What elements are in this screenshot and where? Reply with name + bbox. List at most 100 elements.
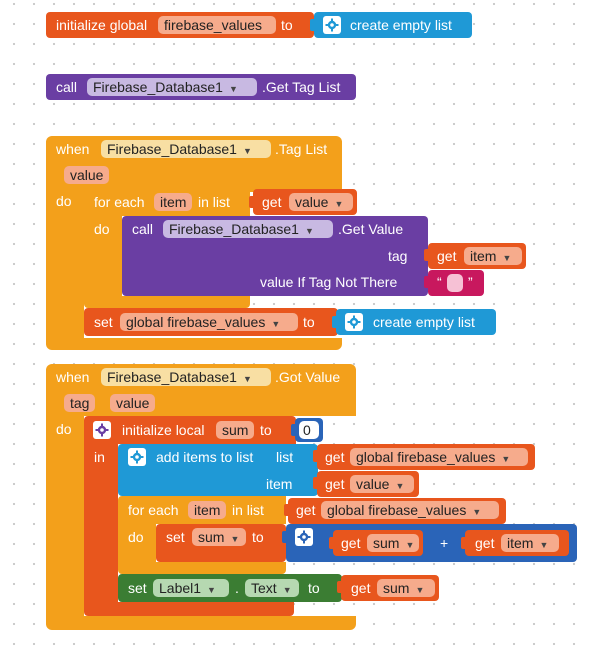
chevron-down-icon: ▼ [228, 84, 238, 94]
chevron-down-icon: ▼ [242, 146, 252, 156]
get-keyword: get [341, 535, 361, 551]
get-var-name: item [507, 535, 534, 551]
set-var-dropdown[interactable]: global firebase_values ▼ [120, 313, 298, 331]
foreach-var[interactable]: item [154, 193, 193, 211]
component-name: Firebase_Database1 [93, 79, 223, 95]
when-keyword: when [56, 141, 90, 157]
value-plug [424, 249, 430, 261]
get-var-dropdown[interactable]: sum▼ [367, 534, 419, 552]
component-dropdown[interactable]: Label1▼ [153, 579, 229, 597]
quote-close: ” [468, 274, 473, 290]
set-to: to [303, 314, 315, 330]
get-keyword: get [262, 194, 282, 210]
get-keyword: get [475, 535, 495, 551]
init-global-to: to [281, 17, 293, 33]
set-keyword: set [94, 314, 113, 330]
create-empty-list-label: create empty list [350, 17, 452, 33]
get-var-dropdown[interactable]: global firebase_values▼ [321, 501, 499, 519]
get-var-name: value [356, 476, 390, 492]
value-plug [461, 537, 467, 549]
component-dropdown[interactable]: Firebase_Database1 ▼ [101, 368, 271, 386]
component-name: Firebase_Database1 [107, 141, 237, 157]
add-items-to-list-block[interactable] [118, 444, 318, 496]
event-got-value-left-arm [46, 414, 84, 620]
chevron-down-icon: ▼ [415, 585, 425, 595]
init-local-block[interactable] [84, 416, 296, 444]
value-plug [282, 531, 288, 543]
init-local-to: to [260, 422, 272, 438]
foreach-var[interactable]: item [188, 501, 227, 519]
local-var-name[interactable]: sum [216, 421, 255, 439]
property-name: Text [251, 580, 277, 596]
get-var-dropdown[interactable]: value▼ [350, 475, 414, 493]
property-dot: . [235, 580, 239, 596]
value-plug [249, 196, 255, 208]
param-value[interactable]: value [64, 166, 110, 184]
get-keyword: get [296, 502, 316, 518]
init-local-left-arm [84, 442, 118, 606]
get-var-name: sum [373, 535, 400, 551]
init-global-keyword: initialize global [56, 17, 148, 33]
get-var-dropdown[interactable]: value ▼ [289, 193, 353, 211]
text-input[interactable] [447, 274, 463, 292]
value-plug [424, 276, 430, 288]
get-var-name: global firebase_values [356, 449, 496, 465]
list-plug [332, 316, 338, 328]
param-value[interactable]: value [110, 394, 156, 412]
component-dropdown[interactable]: Firebase_Database1 ▼ [163, 220, 333, 238]
foreach-label: for each [94, 194, 145, 210]
foreach-do: do [128, 529, 144, 545]
value-plug [313, 450, 319, 462]
chevron-down-icon: ▼ [242, 374, 252, 384]
call-keyword: call [56, 79, 78, 95]
chevron-down-icon: ▼ [282, 585, 292, 595]
gear-icon[interactable] [295, 528, 313, 546]
number-value[interactable]: 0 [299, 421, 319, 439]
component-dropdown[interactable]: Firebase_Database1 ▼ [101, 140, 271, 158]
component-dropdown[interactable]: Firebase_Database1 ▼ [87, 78, 257, 96]
do-keyword: do [56, 193, 72, 209]
component-name: Firebase_Database1 [169, 221, 299, 237]
event-got-value-bottom [46, 616, 356, 630]
get-var-dropdown[interactable]: sum ▼ [377, 579, 435, 597]
chevron-down-icon: ▼ [271, 319, 281, 329]
get-keyword: get [437, 248, 457, 264]
init-local-label: initialize local [122, 422, 205, 438]
value-plug [284, 504, 290, 516]
create-empty-list-label: create empty list [373, 314, 475, 330]
foreach-left-arm [118, 522, 156, 566]
param-tag[interactable]: tag [64, 394, 96, 412]
gear-icon[interactable] [323, 16, 341, 34]
get-var-dropdown[interactable]: global firebase_values▼ [350, 448, 528, 466]
chevron-down-icon: ▼ [334, 199, 344, 209]
set-var-name: global firebase_values [126, 314, 266, 330]
chevron-down-icon: ▼ [304, 226, 314, 236]
get-var-dropdown[interactable]: item▼ [501, 534, 559, 552]
foreach-label: for each [128, 502, 179, 518]
init-local-in: in [94, 449, 105, 465]
set-var-dropdown[interactable]: sum▼ [192, 528, 246, 546]
set-to: to [308, 580, 320, 596]
foreach-in-list: in list [198, 194, 230, 210]
property-dropdown[interactable]: Text ▼ [245, 579, 299, 597]
plus-operator: + [440, 535, 449, 551]
component-name: Firebase_Database1 [107, 369, 237, 385]
get-var-name: value [295, 194, 329, 210]
chevron-down-icon: ▼ [472, 507, 482, 517]
gear-icon[interactable] [93, 421, 111, 439]
get-var-name: sum [383, 580, 410, 596]
get-var-dropdown[interactable]: item▼ [464, 247, 522, 265]
chevron-down-icon: ▼ [502, 253, 512, 263]
gear-icon[interactable] [345, 313, 363, 331]
tag-socket-label: tag [388, 248, 408, 264]
when-keyword: when [56, 369, 90, 385]
gear-icon[interactable] [128, 448, 146, 466]
event-name: .Tag List [275, 141, 328, 157]
global-var-name-field[interactable]: firebase_values [158, 16, 276, 34]
event-name: .Got Value [275, 369, 341, 385]
chevron-down-icon: ▼ [230, 534, 240, 544]
do-keyword: do [56, 421, 72, 437]
set-keyword: set [128, 580, 147, 596]
init-local-bottom [84, 602, 294, 616]
